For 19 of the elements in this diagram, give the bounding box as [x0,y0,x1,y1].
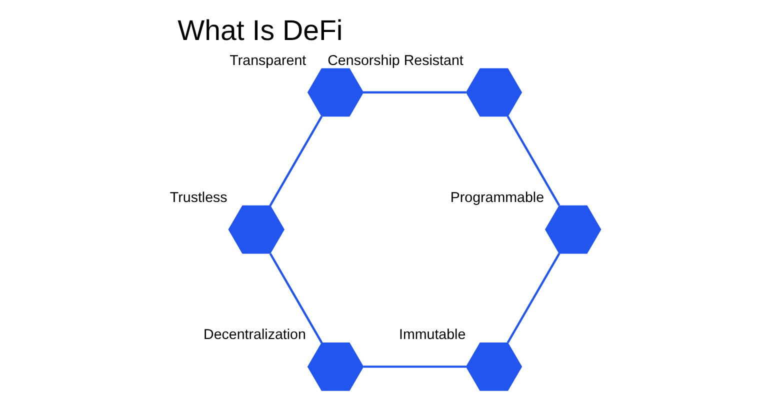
node-hexagon [228,205,284,254]
connector [506,116,560,206]
node-hexagon [465,68,522,117]
node-label: Immutable [398,327,466,344]
node-label: Decentralization [203,327,306,344]
connector [362,366,466,368]
connector [362,91,466,94]
node-hexagon [306,68,364,117]
node-label: Trustless [169,190,227,206]
node-hexagon [544,205,601,254]
node-hexagon [306,342,364,391]
connector [268,116,322,206]
connector [268,253,322,344]
diagram-title: What Is DeFi [177,14,342,47]
node-label: Censorship Resistant [327,52,463,69]
node-label: Programmable [450,190,544,206]
node-hexagon [465,342,522,391]
node-label: Transparent [229,52,306,69]
connector [506,252,560,344]
